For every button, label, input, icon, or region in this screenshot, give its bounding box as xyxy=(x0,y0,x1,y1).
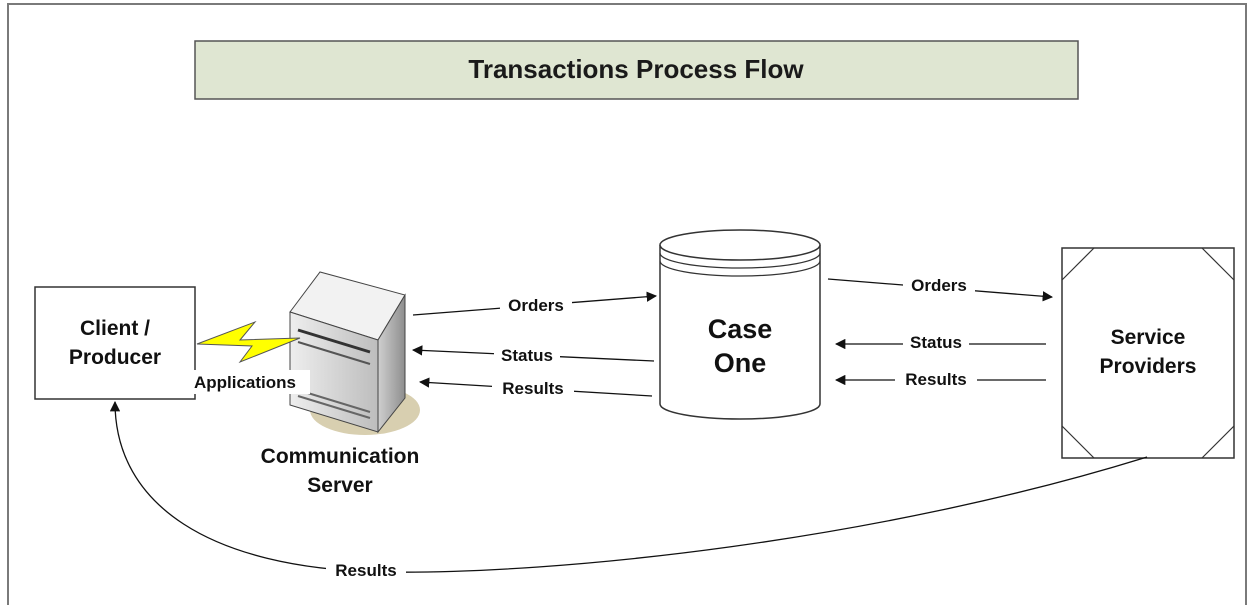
client-box xyxy=(34,286,196,400)
case-one-label-line2: One xyxy=(714,348,767,378)
case-one-body xyxy=(659,245,821,420)
edge-status-providers-to-case-label: Status xyxy=(910,333,962,352)
providers-corner-br xyxy=(1201,425,1235,459)
providers-label-line2: Providers xyxy=(1100,355,1197,378)
edge-results-case-to-server-label: Results xyxy=(502,379,563,398)
edge-orders-server-to-case: Orders xyxy=(412,291,658,316)
server-slot-4 xyxy=(297,395,371,419)
server-slot-1 xyxy=(297,328,371,354)
case-one-ring-1 xyxy=(659,252,821,269)
edge-results-providers-to-case-label-bg xyxy=(895,369,977,389)
providers-corner-bl xyxy=(1061,425,1095,459)
providers-box xyxy=(1061,247,1235,459)
case-one-node: Case One xyxy=(659,229,821,420)
edge-results-providers-to-case-label: Results xyxy=(905,370,966,389)
edge-orders-case-to-providers-label: Orders xyxy=(911,276,967,295)
edge-results-providers-to-case: Results xyxy=(834,369,1046,389)
edge-status-providers-to-case-label-bg xyxy=(903,333,969,353)
server-label-line1: Communication xyxy=(261,445,420,468)
client-label-line1: Client / xyxy=(80,317,150,340)
edge-status-case-to-server: Status xyxy=(411,345,655,366)
edge-results-providers-to-client-label: Results xyxy=(335,561,396,580)
edge-orders-case-to-providers-label-bg xyxy=(903,276,975,296)
server-slot-2 xyxy=(297,341,371,365)
edge-results-case-to-server-label-bg xyxy=(492,379,574,399)
client-label-line2: Producer xyxy=(69,346,161,369)
title-banner: Transactions Process Flow xyxy=(194,40,1079,100)
edge-orders-server-to-case-label: Orders xyxy=(508,296,564,315)
edge-orders-case-to-providers: Orders xyxy=(827,276,1054,302)
edge-results-providers-to-client-label-bg xyxy=(326,560,406,580)
applications-link: Applications xyxy=(180,320,310,394)
edge-results-case-to-server: Results xyxy=(418,377,653,399)
lightning-bolt-icon xyxy=(196,320,301,364)
case-one-label-line1: Case xyxy=(708,314,773,344)
diagram-title: Transactions Process Flow xyxy=(468,54,804,84)
service-providers-node: Service Providers xyxy=(1061,247,1235,459)
diagram-frame xyxy=(7,3,1247,610)
edge-status-case-to-server-label-bg xyxy=(494,346,560,366)
edge-results-providers-to-client: Results xyxy=(109,400,1148,580)
communication-server-node: Communication Server xyxy=(261,271,420,497)
providers-corner-tr xyxy=(1201,247,1235,281)
case-one-top xyxy=(659,229,821,261)
case-one-ring-2 xyxy=(659,260,821,277)
title-box xyxy=(194,40,1079,100)
client-producer-node: Client / Producer xyxy=(34,286,196,400)
applications-label-bg xyxy=(180,370,310,394)
applications-label: Applications xyxy=(194,373,296,392)
edge-results-providers-to-client-path xyxy=(109,400,1148,573)
providers-corner-tl xyxy=(1061,247,1095,281)
edge-status-providers-to-case: Status xyxy=(834,333,1046,353)
server-label-line2: Server xyxy=(307,474,372,497)
edge-orders-server-to-case-label-bg xyxy=(500,296,572,316)
providers-label-line1: Service xyxy=(1111,326,1186,349)
edge-status-case-to-server-label: Status xyxy=(501,346,553,365)
